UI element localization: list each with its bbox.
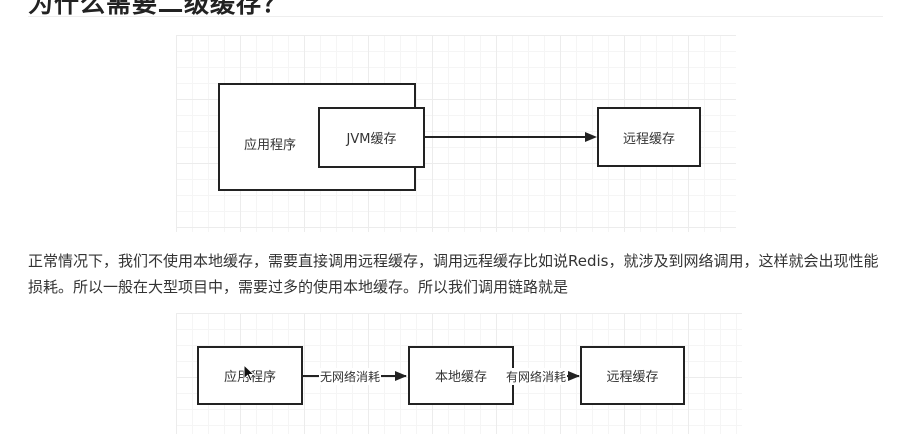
body-paragraph: 正常情况下，我们不使用本地缓存，需要直接调用远程缓存，调用远程缓存比如说Redi… <box>28 252 879 296</box>
arrowhead-icon <box>585 132 597 142</box>
page-heading: 为什么需要二级缓存？ <box>28 0 289 18</box>
arrow-line <box>424 136 586 138</box>
jvm-cache-box: JVM缓存 <box>318 107 425 168</box>
chain-node-label: 远程缓存 <box>606 370 659 385</box>
remote-cache-box: 远程缓存 <box>597 107 701 167</box>
chain-node-remote-cache: 远程缓存 <box>580 346 685 405</box>
app-label: 应用程序 <box>244 138 297 153</box>
heading-divider <box>28 16 883 17</box>
remote-cache-label: 远程缓存 <box>622 131 675 147</box>
chain-node-label: 本地缓存 <box>434 370 487 385</box>
jvm-cache-label: JVM缓存 <box>346 132 397 147</box>
chain-edge-label: 有网络消耗 <box>505 368 568 385</box>
chain-edge-label: 无网络消耗 <box>319 368 382 385</box>
arrowhead-icon <box>395 371 407 381</box>
arrowhead-icon <box>568 371 580 381</box>
chain-node-local-cache: 本地缓存 <box>408 346 514 405</box>
mouse-cursor-icon <box>243 364 255 382</box>
